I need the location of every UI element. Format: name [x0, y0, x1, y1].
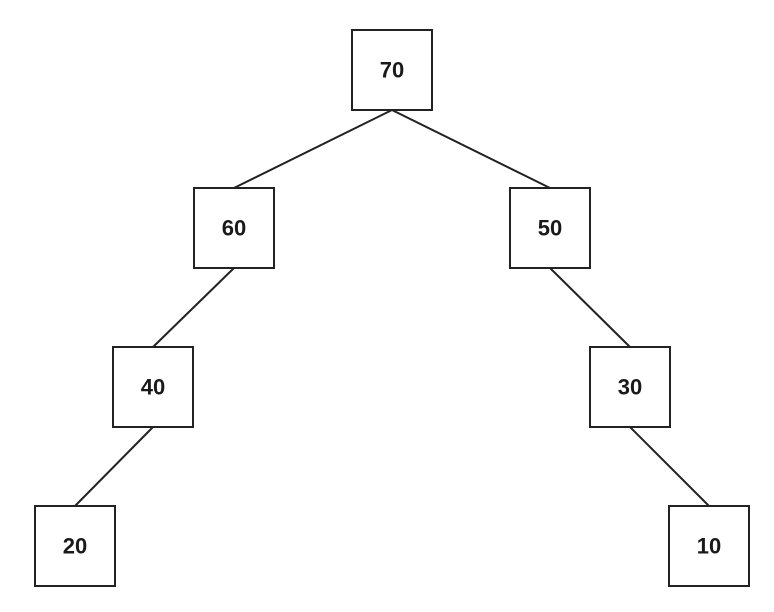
node-box	[509, 187, 591, 269]
tree-node: 20	[34, 505, 116, 587]
edge-40-20	[74, 426, 154, 507]
tree-node: 70	[351, 29, 433, 111]
tree-node: 60	[193, 187, 275, 269]
node-box	[193, 187, 275, 269]
node-box	[351, 29, 433, 111]
edge-70-60	[233, 109, 393, 189]
node-box	[589, 346, 671, 428]
edge-50-30	[549, 267, 631, 348]
node-label: 70	[380, 58, 404, 83]
node-label: 20	[63, 534, 87, 559]
tree-node: 10	[668, 505, 750, 587]
nodes-layer: 70 60 50 40 30 20 10	[34, 29, 750, 587]
edge-70-50	[391, 109, 551, 189]
node-box	[34, 505, 116, 587]
node-box	[668, 505, 750, 587]
node-label: 10	[697, 534, 721, 559]
node-label: 40	[141, 375, 165, 400]
tree-node: 50	[509, 187, 591, 269]
node-label: 30	[618, 375, 642, 400]
node-label: 60	[222, 216, 246, 241]
edge-60-40	[152, 267, 235, 348]
node-label: 50	[538, 216, 562, 241]
node-box	[112, 346, 194, 428]
tree-node: 30	[589, 346, 671, 428]
edges-layer	[74, 109, 710, 507]
edge-30-10	[629, 426, 710, 507]
tree-node: 40	[112, 346, 194, 428]
